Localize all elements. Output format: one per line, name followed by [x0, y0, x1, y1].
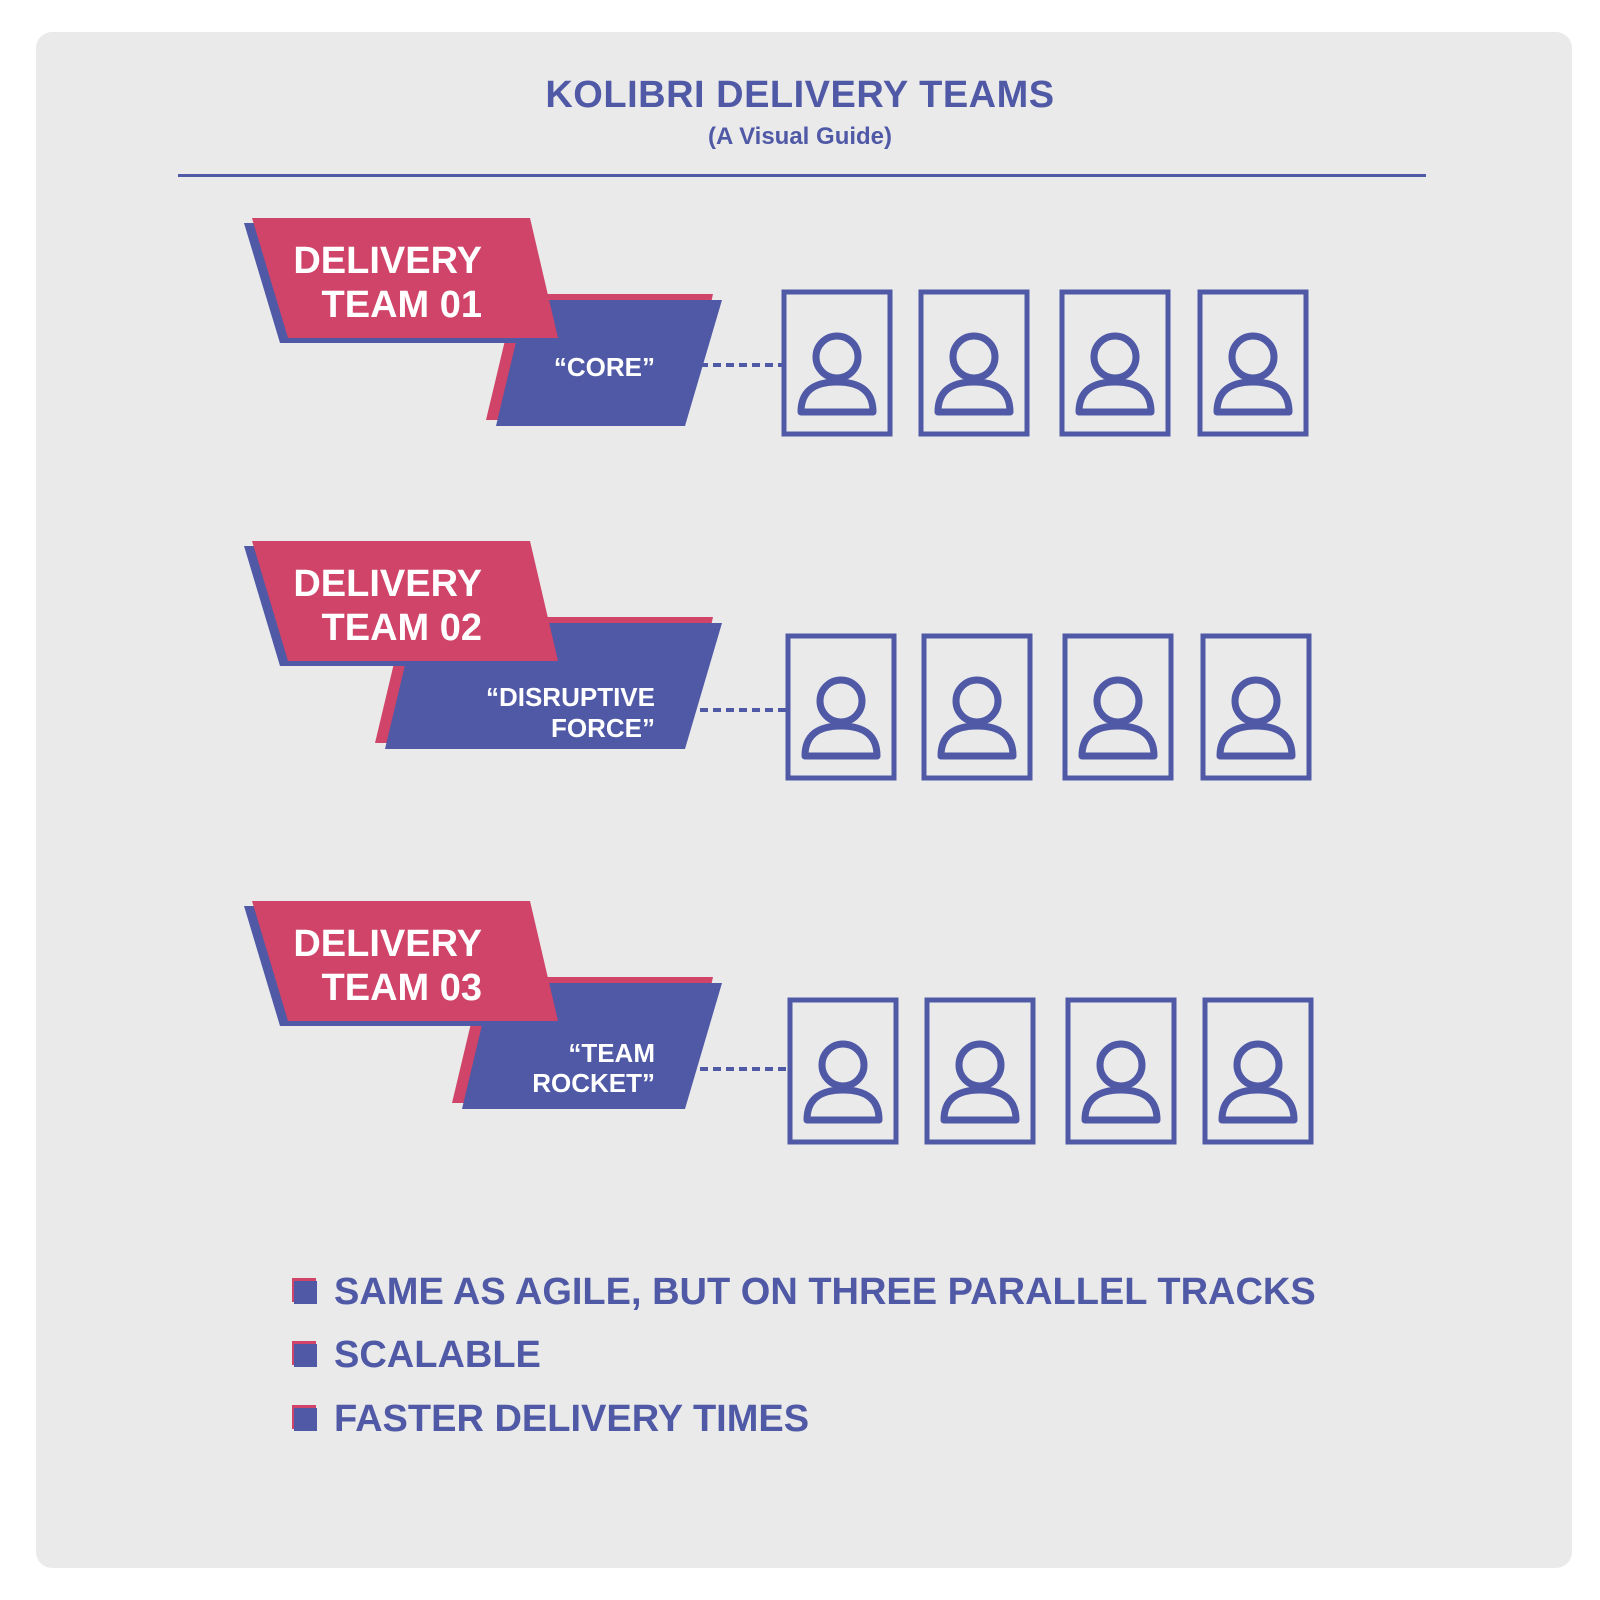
person-head	[1228, 332, 1278, 382]
person-icon	[803, 1040, 883, 1124]
feature-item: SAME AS AGILE, BUT ON THREE PARALLEL TRA…	[292, 1267, 1316, 1317]
person-head	[1231, 676, 1281, 726]
person-icon	[1078, 676, 1158, 760]
team-label	[252, 218, 558, 338]
team-nickname-line: “TEAM	[568, 1038, 655, 1068]
member-card-frame	[785, 633, 897, 781]
team-member-card	[924, 997, 1036, 1145]
team-nickname-line: FORCE”	[551, 713, 655, 743]
person-icon	[801, 676, 881, 760]
feature-text: SAME AS AGILE, BUT ON THREE PARALLEL TRA…	[334, 1270, 1316, 1313]
person-head	[952, 676, 1002, 726]
person-icon	[937, 676, 1017, 760]
member-card-frame	[1202, 997, 1314, 1145]
team-member-card	[1059, 289, 1171, 437]
team-label-line1: DELIVERY	[293, 923, 482, 965]
person-body	[940, 1086, 1020, 1124]
team-member-card	[918, 289, 1030, 437]
person-icon	[934, 332, 1014, 416]
person-body	[803, 1086, 883, 1124]
person-head	[955, 1040, 1005, 1090]
person-head	[1090, 332, 1140, 382]
team-nickname-line: “CORE”	[554, 352, 655, 382]
member-card-frame	[781, 289, 893, 437]
member-card-frame	[918, 289, 1030, 437]
title-divider	[178, 174, 1426, 177]
page-subtitle: (A Visual Guide)	[707, 123, 893, 150]
square-bullet-icon	[292, 1405, 320, 1433]
person-head	[816, 676, 866, 726]
team-label	[252, 901, 558, 1021]
team-member-card	[1062, 633, 1174, 781]
person-icon	[1075, 332, 1155, 416]
team-member-card	[1197, 289, 1309, 437]
person-head	[1093, 676, 1143, 726]
member-card-frame	[1200, 633, 1312, 781]
person-icon	[1213, 332, 1293, 416]
person-body	[797, 378, 877, 416]
team-label-line1: DELIVERY	[293, 240, 482, 282]
square-bullet-icon	[292, 1341, 320, 1369]
person-body	[801, 722, 881, 760]
member-card-frame	[924, 997, 1036, 1145]
team-label	[252, 541, 558, 661]
person-icon	[1218, 1040, 1298, 1124]
square-bullet-icon	[292, 1278, 320, 1306]
feature-item: SCALABLE	[292, 1330, 541, 1380]
member-card-frame	[1197, 289, 1309, 437]
team-member-card	[1200, 633, 1312, 781]
member-card-frame	[1062, 633, 1174, 781]
team-member-card	[785, 633, 897, 781]
person-body	[1081, 1086, 1161, 1124]
feature-item: FASTER DELIVERY TIMES	[292, 1394, 809, 1444]
team-label-line2: TEAM 01	[322, 284, 482, 326]
member-card-frame	[921, 633, 1033, 781]
feature-text: SCALABLE	[334, 1333, 541, 1376]
feature-text: FASTER DELIVERY TIMES	[334, 1397, 810, 1440]
person-icon	[1216, 676, 1296, 760]
team-nickname-line: ROCKET”	[532, 1068, 655, 1098]
team-label-line2: TEAM 02	[322, 607, 482, 649]
person-head	[1233, 1040, 1283, 1090]
person-body	[937, 722, 1017, 760]
team-member-card	[781, 289, 893, 437]
team-member-card	[921, 633, 1033, 781]
member-card-frame	[787, 997, 899, 1145]
member-card-frame	[1059, 289, 1171, 437]
person-body	[1216, 722, 1296, 760]
person-icon	[1081, 1040, 1161, 1124]
member-card-frame	[1065, 997, 1177, 1145]
person-body	[1075, 378, 1155, 416]
team-nickname-line: “DISRUPTIVE	[486, 682, 655, 712]
page-title: KOLIBRI DELIVERY TEAMS	[545, 74, 1055, 116]
person-body	[934, 378, 1014, 416]
person-head	[812, 332, 862, 382]
person-body	[1078, 722, 1158, 760]
person-body	[1218, 1086, 1298, 1124]
team-label-line1: DELIVERY	[293, 563, 482, 605]
person-icon	[940, 1040, 1020, 1124]
person-body	[1213, 378, 1293, 416]
person-head	[949, 332, 999, 382]
person-icon	[797, 332, 877, 416]
team-member-card	[1202, 997, 1314, 1145]
team-member-card	[787, 997, 899, 1145]
person-head	[1096, 1040, 1146, 1090]
team-member-card	[1065, 997, 1177, 1145]
person-head	[818, 1040, 868, 1090]
team-label-line2: TEAM 03	[322, 967, 482, 1009]
